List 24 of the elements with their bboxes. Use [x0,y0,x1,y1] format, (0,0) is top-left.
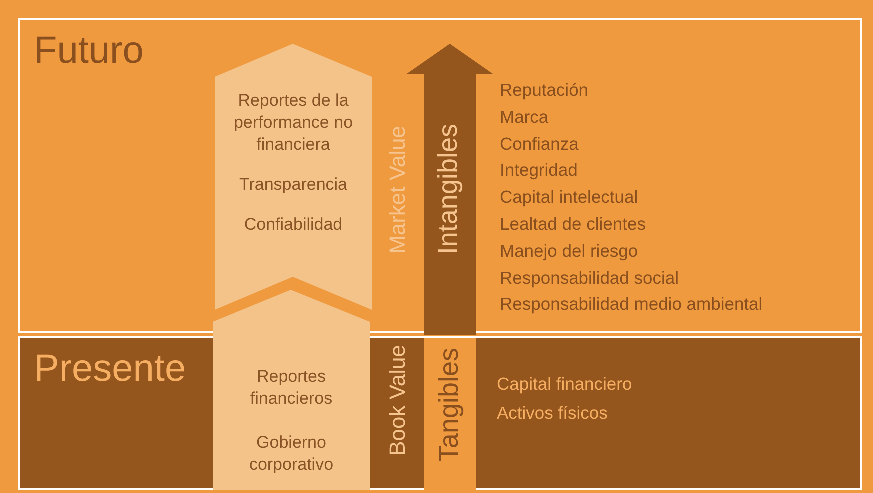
list-item: Activos físicos [497,403,608,424]
chevron-text: Confiabilidad [243,214,344,236]
band-title: Futuro [34,30,144,73]
chevron-text: Transparencia [238,174,349,196]
axis-label: Book Value [385,345,411,456]
chevron-text: Reportes de la performance no financiera [232,90,354,156]
list-item: Responsabilidad social [500,268,679,289]
list-item: Reputación [500,80,589,101]
arrow-label: Intangibles [433,124,464,255]
chevron-text: Gobierno corporativo [248,432,335,476]
list-item: Integridad [500,160,578,182]
list-item: Marca [500,106,549,128]
list-item: Responsabilidad medio ambiental [500,294,763,316]
list-item: Capital intelectual [500,187,638,208]
list-item: Manejo del riesgo [500,240,638,262]
column-bar [424,338,476,492]
column-label: Tangibles [434,348,465,462]
band-panel [18,18,862,333]
list-item: Confianza [500,134,579,155]
chevron-text: Reportes financieros [249,366,334,410]
list-item: Capital financiero [497,374,632,395]
band-title: Presente [34,348,186,391]
axis-label: Market Value [385,126,411,254]
list-item: Lealtad de clientes [500,214,646,235]
